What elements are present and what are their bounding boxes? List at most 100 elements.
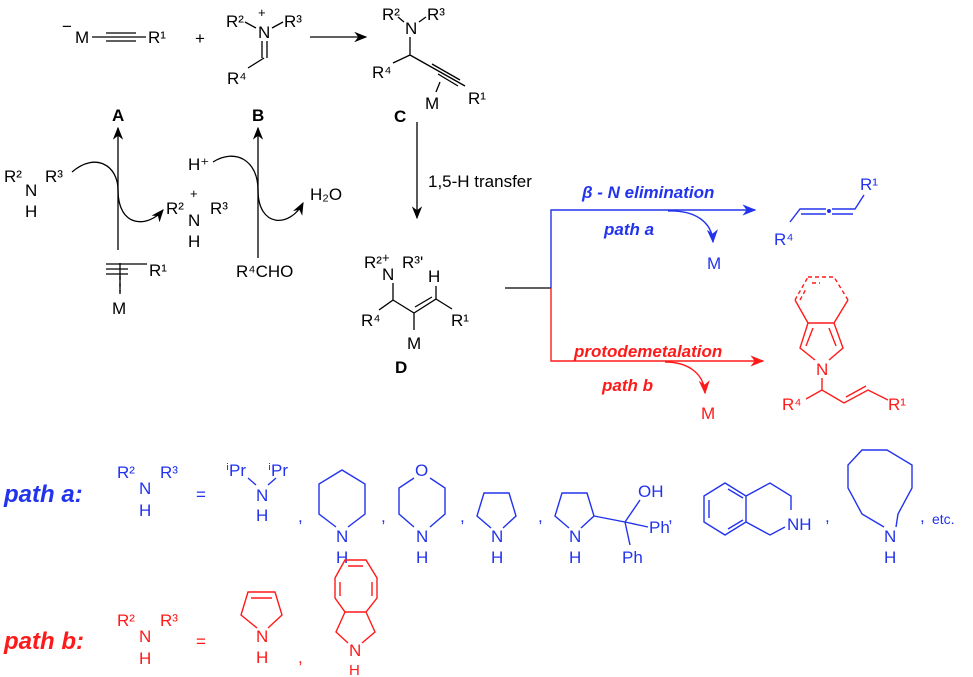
nitrogen: N [569, 527, 581, 546]
proton: H⁺ [188, 155, 209, 174]
r4: R⁴ [372, 63, 392, 82]
r2: R² [382, 5, 400, 24]
comma: , [298, 507, 303, 526]
equals-sign: = [196, 485, 206, 504]
isopropyl: ⁱPr [226, 461, 246, 480]
pyrrole-product: N R⁴ R¹ [782, 276, 906, 414]
curved-arrow-water [212, 155, 304, 221]
h-transfer-label: 1,5-H transfer [428, 172, 532, 191]
hydrogen: H [428, 267, 440, 286]
isoindoline: N H [334, 559, 378, 677]
r2: R² [364, 253, 382, 272]
path-a-amine-scope: path a: R² N R³ H = ⁱPr ⁱPr N H , N H , … [3, 449, 955, 567]
minus-charge: − [62, 17, 72, 36]
r1: R¹ [468, 89, 486, 108]
r2: R² [117, 611, 135, 630]
nitrogen: N [188, 211, 200, 230]
azocane: N H [847, 449, 913, 567]
compound-label-c: C [394, 107, 406, 126]
hydrogen: H [256, 506, 268, 525]
r3: R³ [427, 5, 445, 24]
intermediate-d: R² + N R³' H R⁴ R¹ M D [361, 250, 469, 377]
plus-charge: + [258, 5, 266, 20]
diisopropylamine: ⁱPr ⁱPr N H [226, 461, 288, 525]
comma: , [381, 507, 386, 526]
plus-charge: + [190, 186, 198, 201]
r4: R⁴ [782, 395, 802, 414]
hydrogen: H [139, 501, 151, 520]
3-pyrroline: N H [240, 591, 283, 667]
r4: R⁴ [227, 69, 247, 88]
isopropyl: ⁱPr [268, 461, 288, 480]
nitrogen: N [349, 641, 361, 660]
nitrogen: N [416, 527, 428, 546]
nitrogen: N [405, 19, 417, 38]
phenyl: Ph [649, 518, 670, 537]
diphenylprolinol: N H OH Ph Ph [554, 482, 670, 567]
r3: R³ [284, 12, 302, 31]
path-b-amine-scope: path b: R² N R³ H = N H , N H [3, 559, 378, 677]
water: H₂O [310, 185, 342, 204]
hydrogen: H [491, 548, 503, 567]
nitrogen: N [256, 627, 268, 646]
comma: , [538, 507, 543, 526]
piperidine: N H [318, 469, 366, 567]
path-a-arrow [550, 204, 757, 288]
hydrogen: H [336, 548, 348, 567]
plus-sign: + [195, 29, 205, 48]
r1: R¹ [149, 261, 167, 280]
metal-release-arrow-b [664, 361, 710, 395]
comma: , [920, 507, 925, 526]
nitrogen: N [258, 23, 270, 42]
comma: , [460, 507, 465, 526]
protodemetalation-label: protodemetalation [573, 342, 722, 361]
path-b-label: path b [601, 376, 653, 395]
beta-n-elimination-label: β - N elimination [581, 183, 714, 202]
comma: , [298, 648, 303, 667]
nitrogen: N [816, 360, 828, 379]
r1: R¹ [888, 395, 906, 414]
morpholine: O N H [398, 461, 446, 567]
nitrogen: N [884, 527, 896, 546]
iminium-ion: R² + N R³ R⁴ [226, 5, 302, 88]
r3: R³ [160, 611, 178, 630]
comma: , [825, 507, 830, 526]
r1: R¹ [148, 28, 166, 47]
nitrogen: N [336, 527, 348, 546]
nitrogen: N [382, 265, 394, 284]
r2: R² [4, 167, 22, 186]
r3: R³ [45, 167, 63, 186]
allene-product: R⁴ R¹ [774, 175, 878, 249]
ammonium: R² + N R³ H [166, 186, 228, 251]
tetrahydroisoquinoline: NH [703, 482, 812, 536]
metal: M [112, 299, 126, 318]
equals-sign: = [196, 632, 206, 651]
r4: R⁴ [361, 311, 381, 330]
label-b: B [252, 106, 264, 125]
label-a: A [112, 106, 124, 125]
metal: M [75, 28, 89, 47]
path-b-arrow [550, 288, 765, 367]
plus-charge: + [382, 250, 390, 265]
nitrogen: N [491, 527, 503, 546]
r3: R³ [210, 199, 228, 218]
pyrrolidine: N H [476, 492, 517, 567]
r2: R² [166, 199, 184, 218]
nh-group: NH [787, 515, 812, 534]
nitrogen: N [256, 486, 268, 505]
metal-alkyne-complex: R¹ M [106, 261, 167, 318]
etc-label: etc. [932, 511, 955, 527]
secondary-amine: R² N R³ H [4, 167, 63, 221]
curved-arrow-amine [71, 161, 164, 223]
phenyl: Ph [622, 548, 643, 567]
metal-release-arrow-a [667, 210, 718, 244]
metal: M [701, 404, 715, 423]
hydrogen: H [416, 548, 428, 567]
r4: R⁴ [774, 230, 794, 249]
aldehyde: R⁴CHO [236, 262, 293, 281]
metal-acetylide: − M R¹ [62, 17, 166, 47]
hydrogen: H [569, 548, 581, 567]
r3: R³ [160, 463, 178, 482]
hydrogen: H [25, 202, 37, 221]
